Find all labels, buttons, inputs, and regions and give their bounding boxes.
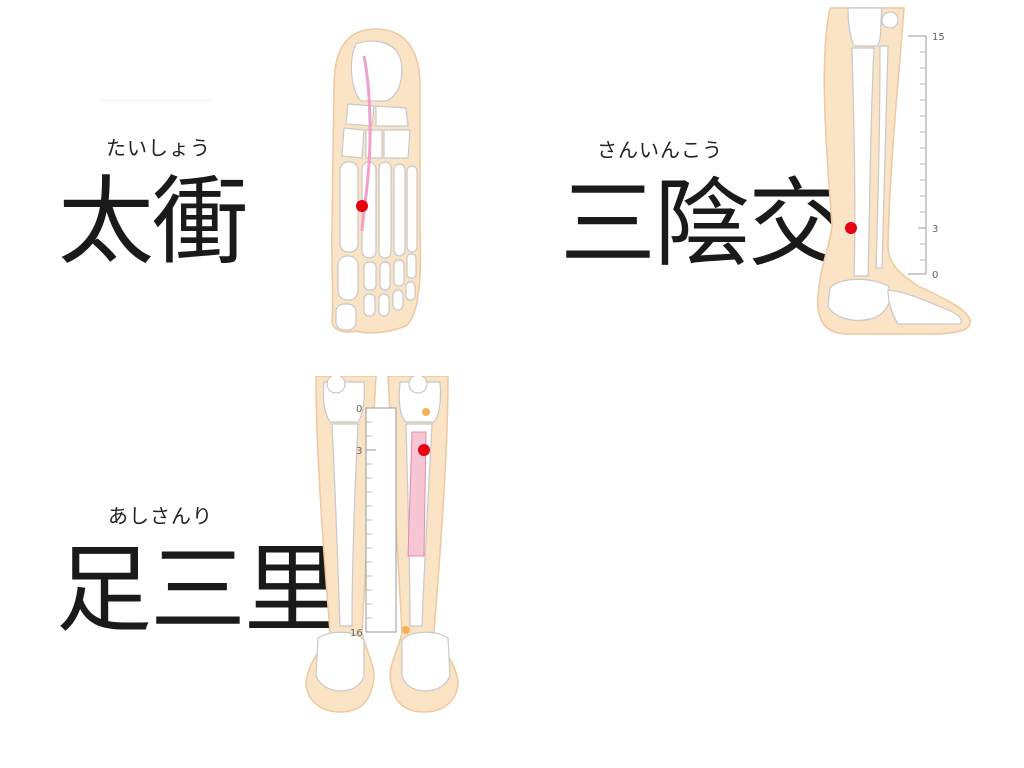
zusanli-point: [418, 444, 430, 456]
taichong-foot-figure: [331, 28, 422, 334]
tibia-bone: [851, 47, 875, 277]
right-kneecap: [408, 376, 428, 394]
taichong-point: [356, 200, 368, 212]
knee-marker: [422, 408, 430, 416]
fibula-bone: [875, 45, 889, 269]
sanyinjiao-name: 三陰交: [560, 168, 844, 280]
zusanli-legs-figure: 0 3 16: [305, 376, 459, 713]
sanyinjiao-reading: さんいんこう: [597, 138, 723, 162]
divider-line: [100, 100, 212, 101]
scale-label-bottom: 0: [932, 270, 938, 281]
ankle-bones: [827, 278, 962, 325]
ankle-marker: [402, 626, 410, 634]
scale-label-mid: 3: [932, 224, 938, 235]
tibialis-muscle: [407, 431, 427, 557]
zusanli-scale: 0 3 16: [350, 404, 397, 639]
taichong-reading: たいしょう: [106, 136, 211, 160]
left-kneecap: [326, 376, 346, 394]
scale-label-mid: 3: [356, 446, 362, 457]
zusanli-reading: あしさんり: [108, 504, 213, 528]
scale-label-bottom: 16: [350, 628, 363, 639]
knee-bone: [847, 7, 883, 47]
scale-label-top: 0: [356, 404, 362, 415]
kneecap: [881, 11, 899, 29]
sanyinjiao-leg-figure: 15 3 0: [817, 7, 971, 335]
scale-label-top: 15: [932, 32, 945, 43]
sanyinjiao-point: [845, 222, 857, 234]
zusanli-name: 足三里: [56, 534, 340, 646]
sanyinjiao-scale: 15 3 0: [908, 32, 945, 281]
meridian-line: [360, 55, 372, 232]
taichong-name: 太衝: [58, 166, 248, 278]
